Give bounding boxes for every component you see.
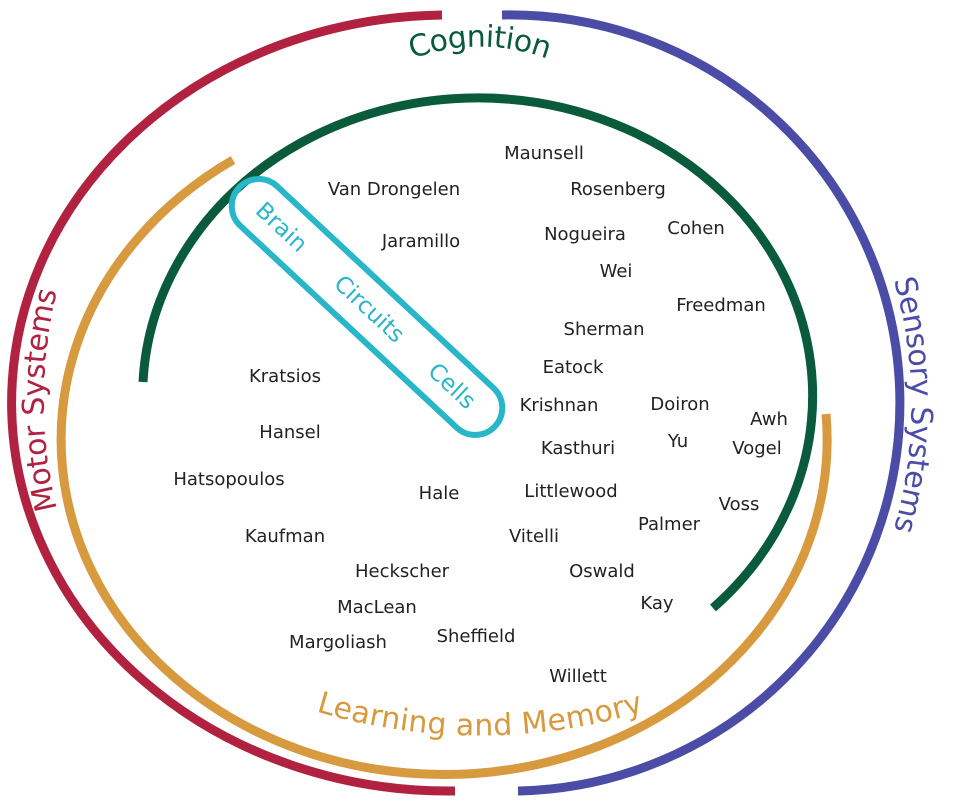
motor-systems-label: Motor Systems [17, 285, 65, 515]
researcher-name: Kaufman [245, 526, 325, 547]
learning-memory-arc [56, 156, 832, 779]
researcher-name: Kay [640, 593, 674, 614]
researcher-name: Littlewood [524, 481, 617, 502]
cognition-label: Cognition [404, 19, 556, 66]
researcher-name: Hatsopoulos [173, 469, 284, 490]
researcher-name: Wei [600, 261, 633, 282]
researcher-name: Kratsios [249, 366, 321, 387]
researcher-name: Maunsell [504, 143, 584, 164]
researcher-name: Awh [750, 409, 788, 430]
researcher-name: Freedman [676, 295, 766, 316]
researcher-name: Hansel [259, 422, 320, 443]
researcher-name: Vitelli [509, 526, 559, 547]
pill-circuits-label: Circuits [329, 271, 410, 349]
researcher-name: Heckscher [355, 561, 450, 582]
researcher-name: Sheffield [437, 626, 516, 647]
sensory-systems-label: Sensory Systems [886, 273, 938, 537]
researcher-name: Sherman [564, 319, 645, 340]
sensory-systems-arc [501, 10, 905, 796]
researcher-name: Vogel [732, 438, 781, 459]
researcher-name: Van Drongelen [328, 179, 460, 200]
researcher-names: Maunsell Van Drongelen Rosenberg Jaramil… [173, 143, 787, 687]
researcher-name: Yu [667, 431, 688, 452]
researcher-name: Krishnan [520, 395, 599, 416]
motor-systems-arc [6, 10, 456, 796]
researcher-name: Palmer [638, 514, 701, 535]
researcher-name: Kasthuri [541, 438, 615, 459]
researcher-name: Eatock [543, 357, 604, 378]
researcher-name: Oswald [569, 561, 635, 582]
researcher-name: Willett [549, 666, 607, 687]
brain-circuits-cells-pill: Brain Circuits Cells [228, 176, 506, 438]
researcher-name: Hale [419, 483, 460, 504]
researcher-name: Cohen [667, 218, 724, 239]
researcher-name: Nogueira [544, 224, 626, 245]
researcher-name: Jaramillo [381, 231, 460, 252]
researcher-name: MacLean [337, 597, 417, 618]
researcher-name: Margoliash [289, 632, 387, 653]
researcher-name: Doiron [650, 394, 709, 415]
researcher-name: Voss [719, 494, 760, 515]
cognition-arc [138, 93, 818, 612]
researcher-name: Rosenberg [570, 179, 666, 200]
learning-memory-label: Learning and Memory [314, 685, 646, 743]
